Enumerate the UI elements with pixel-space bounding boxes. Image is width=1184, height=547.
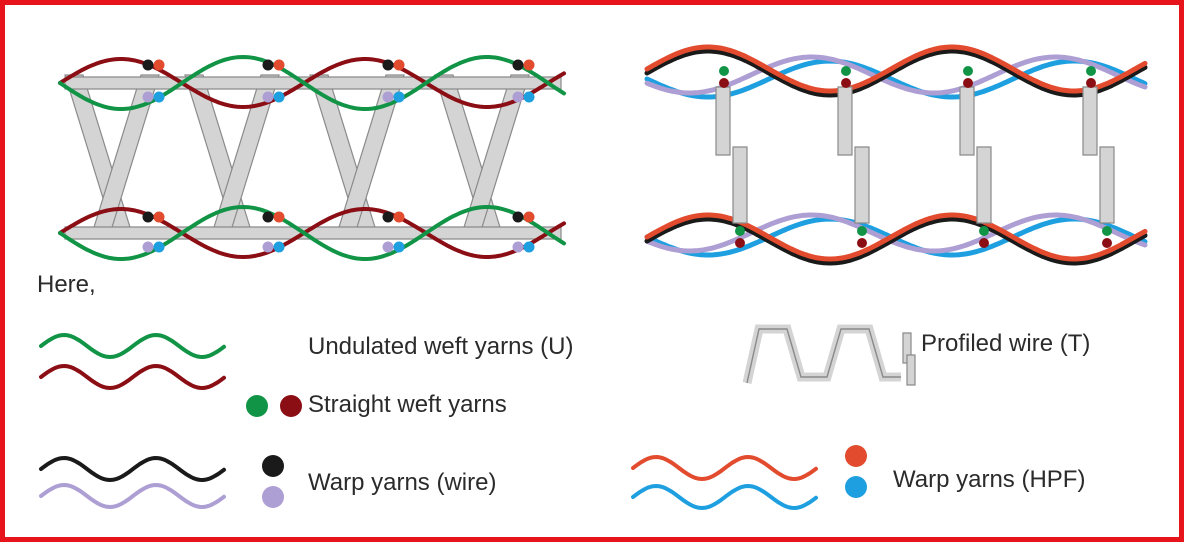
right-weave-structure	[644, 44, 1148, 266]
profiled-wire-lower	[1099, 146, 1115, 224]
left-weave-structure	[58, 55, 566, 261]
warp-hpf-dot	[273, 59, 285, 71]
warp-hpf-dot	[153, 241, 165, 253]
straight-weft-dot	[1102, 238, 1112, 248]
straight-weft-dot	[963, 66, 973, 76]
undulated-weft-label: Undulated weft yarns (U)	[308, 333, 574, 360]
warp-hpf-dot	[273, 91, 285, 103]
undulated-weft-legend-green	[39, 333, 226, 359]
undulated-weft-dark-red	[58, 207, 566, 259]
profiled-wire-icon-segment	[906, 354, 916, 386]
straight-weft-legend-dark-red-dot	[280, 395, 302, 417]
warp-wire-dot	[512, 241, 524, 253]
warp-wire-legend-black	[39, 456, 226, 482]
warp-wire-dot	[262, 91, 274, 103]
straight-weft-label: Straight weft yarns	[308, 391, 507, 418]
profiled-wire-lower	[976, 146, 992, 224]
profiled-wire-lower	[854, 146, 870, 224]
straight-weft-dot	[841, 78, 851, 88]
warp-hpf-dot	[153, 91, 165, 103]
warp-wire-dot	[262, 59, 274, 71]
straight-weft-dot	[719, 66, 729, 76]
warp-hpf-dot	[153, 211, 165, 223]
warp-wire-legend-lilac-dot	[262, 486, 284, 508]
warp-wire-label: Warp yarns (wire)	[308, 469, 497, 496]
warp-hpf-dot	[153, 59, 165, 71]
warp-hpf-dot	[273, 241, 285, 253]
profiled-wire-upper	[715, 86, 731, 156]
warp-wire-dot	[382, 59, 394, 71]
warp-wire-dot	[142, 241, 154, 253]
warp-wire-wave	[644, 212, 1148, 254]
warp-wire-wave	[644, 48, 1148, 98]
straight-weft-dot	[1086, 66, 1096, 76]
warp-wire-dot	[142, 211, 154, 223]
profiled-wire-upper	[1082, 86, 1098, 156]
straight-weft-dot	[979, 226, 989, 236]
straight-weft-dot	[841, 66, 851, 76]
warp-hpf-legend-orange	[631, 455, 818, 481]
warp-hpf-dot	[523, 91, 535, 103]
warp-wire-dot	[262, 211, 274, 223]
straight-weft-dot	[735, 226, 745, 236]
warp-wire-legend-lilac	[39, 483, 226, 509]
warp-hpf-legend-blue	[631, 484, 818, 510]
straight-weft-dot	[1102, 226, 1112, 236]
undulated-weft-green	[58, 55, 566, 111]
warp-wire-dot	[142, 91, 154, 103]
warp-wire-dot	[142, 59, 154, 71]
straight-weft-dot	[963, 78, 973, 88]
warp-wire-dot	[512, 59, 524, 71]
warp-hpf-wave	[644, 44, 1148, 94]
warp-wire-wave	[644, 216, 1148, 266]
straight-weft-dot	[979, 238, 989, 248]
warp-wire-dot	[382, 91, 394, 103]
straight-weft-dot	[857, 226, 867, 236]
warp-hpf-legend-orange-dot	[845, 445, 867, 467]
warp-hpf-dot	[523, 59, 535, 71]
warp-hpf-dot	[393, 91, 405, 103]
warp-hpf-label: Warp yarns (HPF)	[893, 466, 1086, 493]
profiled-wire-icon	[746, 328, 901, 384]
profiled-wire-icon-fill	[742, 324, 901, 384]
warp-wire-dot	[382, 241, 394, 253]
weave-diagram-canvas	[39, 44, 1148, 510]
profiled-wire-upper	[837, 86, 853, 156]
warp-hpf-wave	[644, 212, 1148, 262]
straight-weft-dot	[857, 238, 867, 248]
warp-hpf-legend-blue-dot	[845, 476, 867, 498]
warp-hpf-dot	[523, 211, 535, 223]
warp-wire-dot	[382, 211, 394, 223]
warp-wire-dot	[512, 91, 524, 103]
warp-hpf-dot	[393, 59, 405, 71]
profiled-wire-label: Profiled wire (T)	[921, 330, 1091, 357]
straight-weft-legend-green-dot	[246, 395, 268, 417]
warp-wire-wave	[644, 54, 1148, 96]
undulated-weft-legend-dark-red	[39, 364, 226, 390]
warp-hpf-dot	[393, 241, 405, 253]
straight-weft-dot	[1086, 78, 1096, 88]
warp-hpf-dot	[273, 211, 285, 223]
warp-hpf-dot	[523, 241, 535, 253]
undulated-weft-green	[58, 205, 566, 261]
intro-label: Here,	[37, 271, 96, 298]
warp-wire-legend-black-dot	[262, 455, 284, 477]
profiled-wire-lower	[732, 146, 748, 224]
straight-weft-dot	[735, 238, 745, 248]
straight-weft-dot	[719, 78, 729, 88]
legend-icons	[39, 324, 916, 510]
warp-wire-dot	[512, 211, 524, 223]
warp-hpf-dot	[393, 211, 405, 223]
profiled-wire-upper	[959, 86, 975, 156]
warp-wire-dot	[262, 241, 274, 253]
